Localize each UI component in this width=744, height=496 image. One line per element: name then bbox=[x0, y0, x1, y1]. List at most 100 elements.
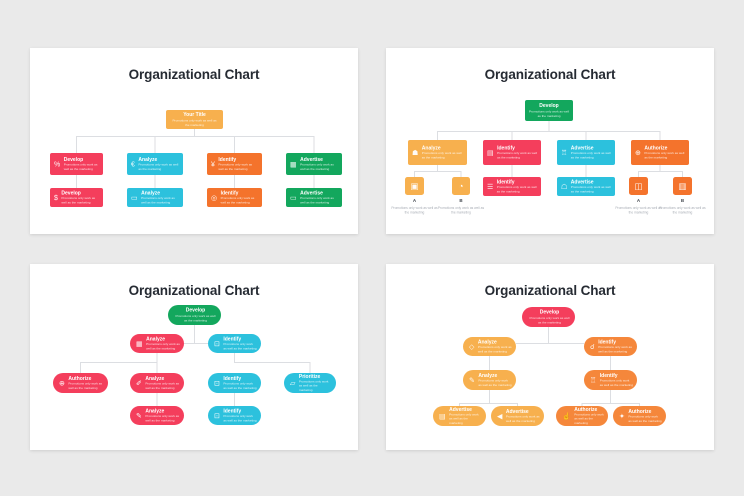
connector-line bbox=[234, 362, 311, 363]
connector-line bbox=[638, 171, 639, 177]
slide-2-org-chart[interactable]: Organizational Chart Develop Promotions … bbox=[386, 48, 714, 234]
megaphone-icon: ◀ bbox=[497, 412, 503, 420]
bank-icon: ♖ bbox=[561, 148, 568, 157]
slide-title: Organizational Chart bbox=[128, 67, 260, 82]
connector-line bbox=[76, 136, 77, 153]
org-node-analyze: € Analyze Promotions only work as well a… bbox=[127, 153, 183, 175]
slide-canvas: Organizational Chart Your Title Promotio… bbox=[30, 48, 358, 234]
org-node-analyze: ▭ Analyze Promotions only work as well a… bbox=[127, 188, 183, 207]
org-node-authorize: ☝ Authorize Promotions only work as well… bbox=[556, 406, 608, 426]
node-desc: Promotions only work as well as the mark… bbox=[63, 163, 98, 171]
node-title: Advertise bbox=[300, 157, 323, 163]
node-desc: Promotions only work as well as the mark… bbox=[138, 163, 179, 171]
node-title: Develop bbox=[61, 190, 81, 197]
org-node-develop: % Develop Promotions only work as well a… bbox=[50, 153, 103, 175]
node-text: Identify Promotions only work as well as… bbox=[223, 336, 257, 351]
node-desc: Promotions only work as well as the mark… bbox=[628, 415, 662, 423]
org-node-prioritize: ▱ Prioritize Promotions only work as wel… bbox=[284, 373, 336, 393]
leaf-letter: B bbox=[680, 198, 685, 203]
node-title: Advertise bbox=[449, 407, 472, 413]
node-title: Advertise bbox=[300, 190, 323, 197]
node-title: Analyze bbox=[477, 339, 497, 346]
node-text: Prioritize Promotions only work as well … bbox=[299, 374, 332, 393]
percent-icon: % bbox=[54, 160, 61, 168]
org-leaf-a: ◫ bbox=[629, 177, 648, 195]
slide-title: Organizational Chart bbox=[128, 283, 260, 298]
key-icon: ✦ bbox=[619, 412, 625, 420]
node-desc: Promotions only work as well as the mark… bbox=[68, 382, 103, 390]
org-node-advertise: ◀ Advertise Promotions only work as well… bbox=[491, 406, 544, 426]
connector-line bbox=[548, 121, 550, 131]
checklist-icon: ☰ bbox=[487, 182, 494, 191]
node-title: Analyze bbox=[145, 376, 165, 382]
org-node-identify: ⊡ Identify Promotions only work as well … bbox=[208, 334, 261, 353]
node-desc: Promotions only work as well as the mark… bbox=[146, 342, 180, 351]
org-node-identify: ¥ Identify Promotions only work as well … bbox=[207, 153, 262, 175]
node-desc: Promotions only work as well as the mark… bbox=[223, 382, 257, 390]
connector-line bbox=[581, 403, 583, 406]
node-text: Advertise Promotions only work as well a… bbox=[506, 409, 540, 424]
org-node-advertise: ♖ Advertise Promotions only work as well… bbox=[557, 140, 615, 165]
slide-3-org-chart[interactable]: Organizational Chart Develop Promotions … bbox=[30, 264, 358, 450]
node-title: Identify bbox=[496, 179, 515, 186]
node-title: Authorize bbox=[644, 145, 668, 152]
connector-line bbox=[156, 353, 158, 362]
connector-line bbox=[489, 356, 490, 370]
compass-icon: ✐ bbox=[136, 379, 142, 387]
node-text: Analyze Promotions only work as well as … bbox=[478, 373, 512, 388]
connector-line bbox=[585, 165, 587, 177]
org-node-advertise: ▦ Advertise Promotions only work as well… bbox=[286, 153, 342, 175]
connector-line bbox=[194, 129, 195, 136]
connector-line bbox=[516, 343, 584, 344]
connector-line bbox=[184, 343, 208, 344]
connector-line bbox=[459, 403, 460, 406]
connector-line bbox=[156, 393, 158, 406]
magnifier-icon: ☌ bbox=[590, 342, 595, 351]
node-desc: Promotions only work as well as the mark… bbox=[300, 163, 334, 171]
slide-1-org-chart[interactable]: Organizational Chart Your Title Promotio… bbox=[30, 48, 358, 234]
connector-line bbox=[234, 175, 235, 188]
slide-title: Organizational Chart bbox=[484, 67, 616, 82]
slide-4-org-chart[interactable]: Organizational Chart Develop Promotions … bbox=[386, 264, 714, 450]
org-node-identify: ☰ Identify Promotions only work as well … bbox=[483, 177, 541, 196]
connector-line bbox=[659, 131, 661, 140]
coin-icon: ◎ bbox=[211, 193, 218, 202]
node-title: Identify bbox=[497, 145, 515, 152]
org-node-identify: ☌ Identify Promotions only work as well … bbox=[584, 337, 637, 356]
node-title: Analyze bbox=[421, 145, 441, 152]
org-node-root: Develop Promotions only work as well as … bbox=[168, 305, 221, 325]
node-text: Develop Promotions only work as well as … bbox=[61, 190, 99, 205]
connector-line bbox=[414, 171, 415, 177]
connector-line bbox=[460, 171, 462, 177]
org-leaf-b: ◔ bbox=[452, 177, 470, 195]
node-text: Identify Promotions only work as well as… bbox=[598, 339, 633, 354]
connector-line bbox=[511, 165, 513, 177]
monitor-icon: ⊡ bbox=[214, 411, 220, 420]
briefcase-icon: ▣ bbox=[410, 181, 419, 191]
connector-line bbox=[437, 131, 438, 140]
node-title: Analyze bbox=[138, 157, 158, 163]
connector-line bbox=[682, 171, 683, 177]
connector-line bbox=[659, 165, 661, 171]
node-title: Identify bbox=[223, 376, 242, 382]
node-text: Identify Promotions only work as well as… bbox=[223, 408, 257, 423]
node-desc: Promotions only work as well as the mark… bbox=[172, 119, 217, 127]
node-desc: Promotions only work as well as the mark… bbox=[141, 196, 175, 205]
org-node-root: Develop Promotions only work as well as … bbox=[525, 100, 573, 121]
connector-line bbox=[234, 393, 235, 406]
node-desc: Promotions only work as well as the mark… bbox=[529, 110, 569, 118]
connector-line bbox=[414, 171, 462, 172]
node-title: Prioritize bbox=[298, 374, 321, 380]
org-node-advertise: ☖ Advertise Promotions only work as well… bbox=[557, 177, 615, 196]
node-title: Analyze bbox=[478, 373, 498, 379]
node-title: Analyze bbox=[145, 408, 165, 415]
node-text: Identify Promotions only work as well as… bbox=[218, 157, 258, 172]
globe-icon: ⊕ bbox=[59, 379, 65, 387]
org-node-identify: ⊡ Identify Promotions only work as well … bbox=[208, 406, 261, 425]
org-node-analyze: ◇ Analyze Promotions only work as well a… bbox=[463, 337, 516, 356]
leaf-letter: A bbox=[412, 198, 417, 203]
leaf-letter: B bbox=[459, 198, 463, 203]
node-desc: Promotions only work as well as the mark… bbox=[598, 345, 632, 354]
org-node-analyze: ▦ Analyze Promotions only work as well a… bbox=[130, 334, 184, 353]
